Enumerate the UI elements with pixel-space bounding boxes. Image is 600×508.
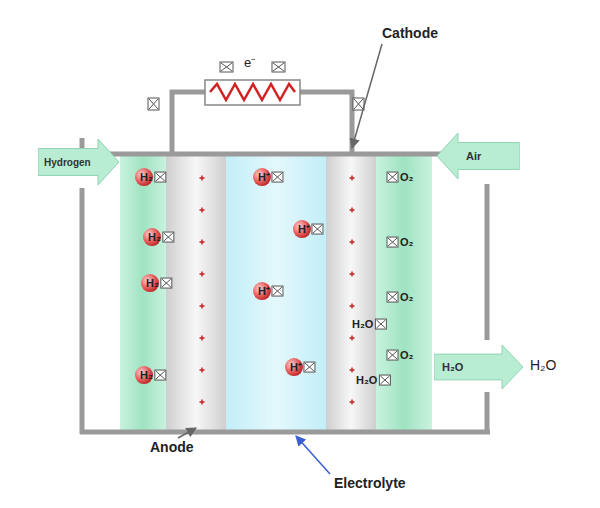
flow-label: Hydrogen bbox=[44, 157, 91, 168]
charge-dot bbox=[350, 368, 355, 373]
molecule-label: H₂ bbox=[146, 277, 159, 289]
charge-dot bbox=[350, 304, 355, 309]
part-name: Electrolyte bbox=[334, 476, 406, 491]
broken-icon bbox=[272, 172, 283, 182]
charge-dot bbox=[200, 368, 205, 373]
molecule-label: O₂ bbox=[400, 291, 413, 303]
broken-icon bbox=[272, 286, 283, 296]
part-name: Anode bbox=[150, 440, 194, 455]
charge-dot bbox=[200, 304, 205, 309]
broken-icon bbox=[155, 370, 166, 380]
molecule-ball bbox=[141, 274, 159, 292]
flow-label: Air bbox=[466, 150, 481, 162]
molecule-label: H₂ bbox=[148, 231, 161, 243]
molecule-label: O₂ bbox=[400, 349, 413, 361]
part-name: Cathode bbox=[382, 26, 438, 41]
molecule-label: O₂ bbox=[400, 236, 413, 248]
broken-icon bbox=[375, 319, 386, 329]
broken-icon bbox=[387, 292, 398, 302]
molecule-ball bbox=[253, 282, 271, 300]
broken-icon bbox=[161, 278, 172, 288]
flow-arrow: Air bbox=[436, 132, 520, 180]
molecule-label: H⁺ bbox=[290, 361, 302, 373]
broken-icon bbox=[304, 362, 315, 372]
broken-icon bbox=[387, 350, 398, 360]
broken-icon bbox=[148, 62, 364, 110]
molecule-ball bbox=[135, 366, 153, 384]
charge-dot bbox=[200, 240, 205, 245]
flow-arrow: H₂O bbox=[434, 344, 524, 390]
broken-icon bbox=[379, 375, 390, 385]
molecule-label: H⁺ bbox=[258, 285, 270, 297]
charge-dot bbox=[350, 240, 355, 245]
molecule-label: H⁺ bbox=[298, 223, 310, 235]
external-circuit bbox=[172, 80, 352, 154]
molecule-ball bbox=[293, 220, 311, 238]
molecule-ball bbox=[285, 358, 303, 376]
molecule-label: H₂O bbox=[356, 374, 377, 386]
charge-dot bbox=[200, 176, 205, 181]
charge-dot bbox=[200, 272, 205, 277]
broken-icon bbox=[387, 237, 398, 247]
charge-dot bbox=[350, 272, 355, 277]
charge-dot bbox=[350, 208, 355, 213]
molecule-balls bbox=[135, 168, 311, 384]
flow-arrow: Hydrogen bbox=[38, 138, 120, 186]
molecule-ball bbox=[253, 168, 271, 186]
charge-dot bbox=[350, 176, 355, 181]
cell-layers bbox=[120, 156, 432, 430]
charge-dot bbox=[200, 400, 205, 405]
molecule-label: H₂ bbox=[140, 369, 153, 381]
molecule-ball bbox=[135, 168, 153, 186]
molecule-ball bbox=[143, 228, 161, 246]
broken-icon bbox=[312, 224, 323, 234]
outlet-label: H₂O bbox=[530, 358, 556, 373]
charge-dot bbox=[200, 208, 205, 213]
charge-dot bbox=[200, 336, 205, 341]
molecule-label: O₂ bbox=[400, 171, 413, 183]
flow-label: H₂O bbox=[442, 361, 463, 373]
cell-housing bbox=[80, 138, 490, 434]
broken-icon bbox=[387, 172, 398, 182]
electron-label: e⁻ bbox=[244, 56, 255, 70]
broken-icon bbox=[155, 172, 166, 182]
broken-icon bbox=[163, 232, 174, 242]
leader-line bbox=[178, 44, 382, 474]
charge-dot bbox=[350, 336, 355, 341]
molecule-label: H₂ bbox=[140, 171, 153, 183]
charge-dot bbox=[350, 400, 355, 405]
molecule-label: H⁺ bbox=[258, 171, 270, 183]
charge-dots bbox=[200, 176, 355, 405]
molecule-label: H₂O bbox=[352, 318, 373, 330]
